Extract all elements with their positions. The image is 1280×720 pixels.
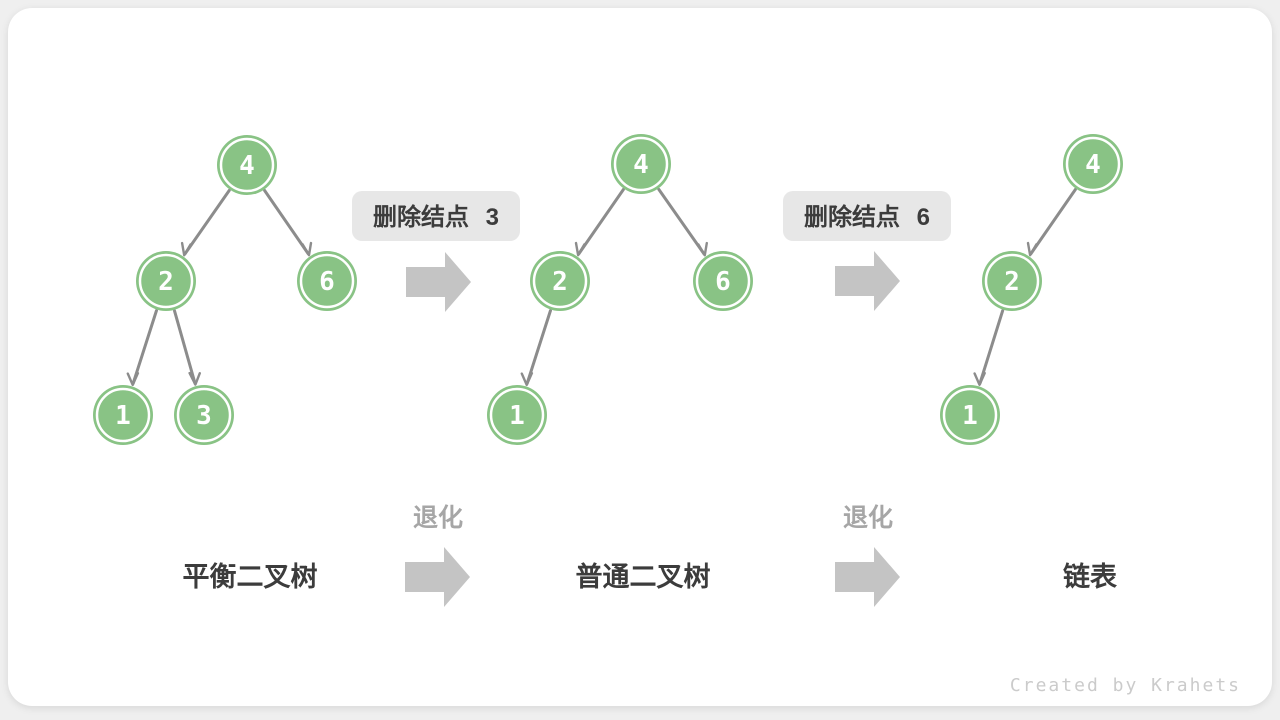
tree-ordinary: 4 2 6 1 普通二叉树 bbox=[487, 134, 753, 592]
node-value: 3 bbox=[196, 401, 212, 431]
node-ring bbox=[942, 387, 998, 443]
tree-node: 1 bbox=[93, 385, 153, 445]
edge-arrowhead-icon bbox=[973, 371, 986, 386]
node-value: 1 bbox=[962, 401, 978, 431]
edge-arrowhead-icon bbox=[180, 241, 192, 257]
credit-text: Created by Krahets bbox=[1010, 675, 1241, 696]
node-ring bbox=[299, 253, 355, 309]
tree-node: 6 bbox=[693, 251, 753, 311]
tree-node: 4 bbox=[611, 134, 671, 194]
edge-arrowhead-icon bbox=[126, 372, 140, 387]
tree-node: 3 bbox=[174, 385, 234, 445]
tree-node: 4 bbox=[1063, 134, 1123, 194]
right-arrow-icon bbox=[835, 251, 900, 311]
node-ring bbox=[489, 387, 545, 443]
degrade-label: 退化 bbox=[413, 504, 463, 532]
tree-edge bbox=[131, 309, 158, 386]
tree-edges bbox=[973, 188, 1077, 386]
node-value: 6 bbox=[319, 267, 335, 297]
transition-delete-6: 删除结点 6 退化 bbox=[783, 191, 951, 607]
node-ring bbox=[219, 137, 275, 193]
node-circle bbox=[693, 251, 753, 311]
node-ring bbox=[95, 387, 151, 443]
tree-edges bbox=[126, 188, 313, 387]
tree-linked-list: 4 2 1 链表 bbox=[940, 134, 1123, 592]
edge-arrowhead-icon bbox=[188, 371, 201, 386]
node-circle bbox=[297, 251, 357, 311]
node-ring bbox=[613, 136, 669, 192]
node-ring bbox=[138, 253, 194, 309]
right-arrow-icon bbox=[835, 547, 900, 607]
node-circle bbox=[1063, 134, 1123, 194]
node-value: 4 bbox=[633, 150, 649, 180]
delete-step-box bbox=[352, 191, 520, 241]
node-ring bbox=[176, 387, 232, 443]
node-value: 4 bbox=[239, 151, 255, 181]
right-arrow-icon bbox=[405, 547, 470, 607]
transition-delete-3: 删除结点 3 退化 bbox=[352, 191, 520, 607]
node-value: 2 bbox=[552, 267, 568, 297]
node-value: 1 bbox=[115, 401, 131, 431]
node-circle bbox=[940, 385, 1000, 445]
node-value: 4 bbox=[1085, 150, 1101, 180]
edge-arrowhead-icon bbox=[574, 241, 586, 257]
tree-node: 2 bbox=[982, 251, 1042, 311]
tree-edge bbox=[978, 309, 1005, 385]
edge-arrowhead-icon bbox=[697, 241, 708, 257]
delete-step-box bbox=[783, 191, 951, 241]
tree-edge bbox=[525, 309, 552, 386]
tree-node: 1 bbox=[487, 385, 547, 445]
node-ring bbox=[695, 253, 751, 309]
tree-edge bbox=[173, 309, 197, 385]
tree-label: 平衡二叉树 bbox=[183, 562, 318, 592]
delete-step-label: 删除结点 6 bbox=[804, 203, 930, 231]
right-arrow-icon bbox=[406, 252, 471, 312]
node-circle bbox=[217, 135, 277, 195]
tree-balanced: 4 2 6 1 3 平衡二叉树 bbox=[93, 135, 357, 592]
tree-node: 6 bbox=[297, 251, 357, 311]
edge-arrowhead-icon bbox=[301, 241, 313, 257]
diagram-card bbox=[8, 8, 1272, 706]
tree-edges bbox=[520, 187, 708, 387]
tree-node: 2 bbox=[530, 251, 590, 311]
tree-edge bbox=[577, 188, 625, 256]
edge-arrowhead-icon bbox=[1026, 241, 1038, 257]
node-circle bbox=[487, 385, 547, 445]
tree-node: 1 bbox=[940, 385, 1000, 445]
node-circle bbox=[174, 385, 234, 445]
tree-node: 2 bbox=[136, 251, 196, 311]
tree-label: 链表 bbox=[1063, 561, 1117, 592]
node-circle bbox=[611, 134, 671, 194]
delete-step-label: 删除结点 3 bbox=[373, 203, 499, 231]
node-value: 6 bbox=[715, 267, 731, 297]
node-value: 2 bbox=[158, 267, 174, 297]
node-circle bbox=[530, 251, 590, 311]
node-value: 2 bbox=[1004, 267, 1020, 297]
node-ring bbox=[984, 253, 1040, 309]
tree-edge bbox=[1029, 188, 1077, 256]
tree-node: 4 bbox=[217, 135, 277, 195]
node-circle bbox=[136, 251, 196, 311]
tree-edge bbox=[183, 188, 231, 256]
node-value: 1 bbox=[509, 401, 525, 431]
node-circle bbox=[93, 385, 153, 445]
node-circle bbox=[982, 251, 1042, 311]
node-ring bbox=[532, 253, 588, 309]
tree-edge bbox=[263, 189, 310, 256]
node-ring bbox=[1065, 136, 1121, 192]
tree-edge bbox=[657, 187, 706, 256]
degrade-label: 退化 bbox=[843, 504, 893, 532]
tree-label: 普通二叉树 bbox=[576, 561, 711, 592]
edge-arrowhead-icon bbox=[520, 372, 534, 387]
